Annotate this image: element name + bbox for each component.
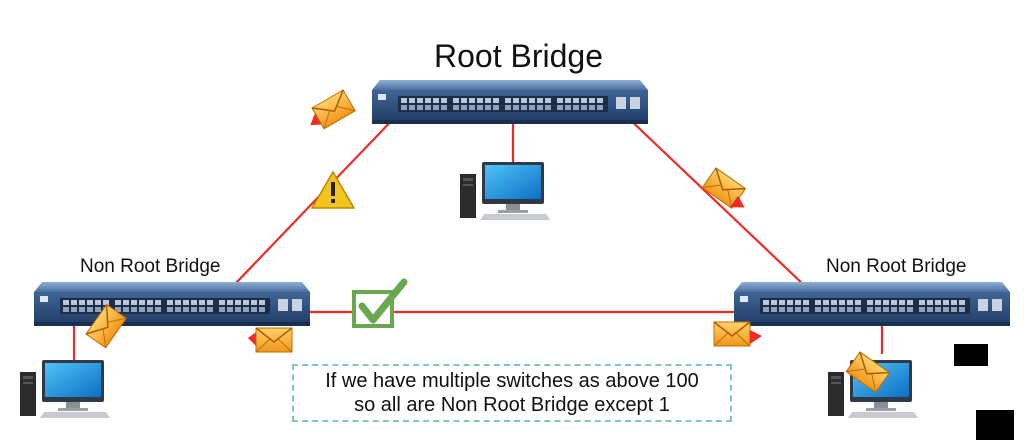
warning-icon (310, 170, 356, 209)
caption-box: If we have multiple switches as above 10… (292, 364, 732, 422)
black-box (976, 410, 1014, 440)
caption-line-2: so all are Non Root Bridge except 1 (354, 394, 670, 416)
envelope-icon (310, 89, 356, 130)
right-switch-icon (734, 282, 1010, 326)
left-pc-icon (20, 360, 110, 418)
root-pc-icon (460, 162, 550, 220)
envelope-icon (248, 327, 293, 353)
right-non-root-bridge-label: Non Root Bridge (826, 256, 967, 277)
link-root-to-right (623, 113, 827, 307)
root-bridge-label: Root Bridge (434, 38, 603, 74)
root-bridge-switch-icon (372, 80, 648, 124)
envelope-icon (713, 321, 762, 347)
left-switch-icon (34, 282, 310, 326)
link-root-to-left (211, 113, 399, 309)
checkmark-icon (352, 278, 408, 328)
envelope-icon (701, 167, 747, 210)
left-non-root-bridge-label: Non Root Bridge (80, 256, 221, 277)
black-box (954, 344, 988, 366)
caption-line-1: If we have multiple switches as above 10… (325, 370, 699, 392)
